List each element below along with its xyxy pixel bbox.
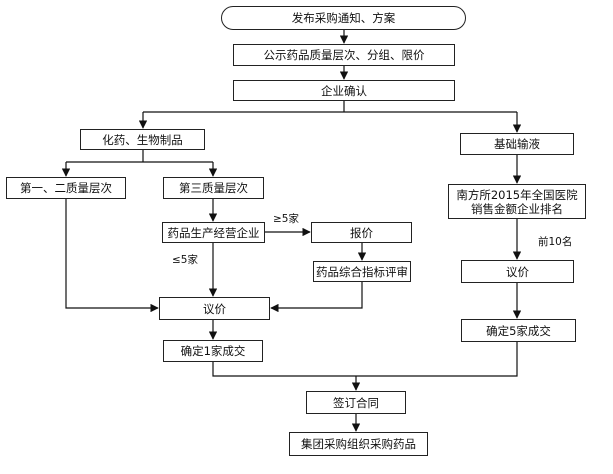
node-chem-bio-label: 化药、生物制品 bbox=[102, 132, 183, 147]
node-announce-label: 公示药品质量层次、分组、限价 bbox=[263, 48, 425, 62]
node-negotiate-right: 议价 bbox=[461, 260, 574, 283]
node-manufacturer: 药品生产经营企业 bbox=[162, 222, 265, 243]
node-quote-label: 报价 bbox=[350, 225, 373, 240]
node-purchase: 集团采购组织采购药品 bbox=[289, 432, 428, 456]
node-publish: 发布采购通知、方案 bbox=[221, 6, 466, 30]
node-confirm-five-label: 确定5家成交 bbox=[486, 323, 551, 338]
node-basic-infusion-label: 基础输液 bbox=[494, 137, 540, 151]
node-level3: 第三质量层次 bbox=[163, 177, 264, 199]
edge-label-top10: 前10名 bbox=[538, 236, 573, 248]
node-negotiate-left: 议价 bbox=[159, 297, 270, 320]
node-eval: 药品综合指标评审 bbox=[313, 261, 411, 282]
node-confirm: 企业确认 bbox=[233, 80, 455, 101]
arrow-level12-to-negotiate bbox=[65, 199, 159, 313]
node-contract: 签订合同 bbox=[306, 391, 406, 414]
node-level12-label: 第一、二质量层次 bbox=[20, 181, 112, 195]
node-eval-label: 药品综合指标评审 bbox=[316, 264, 408, 279]
node-confirm-one: 确定1家成交 bbox=[163, 340, 263, 362]
node-confirm-one-label: 确定1家成交 bbox=[180, 344, 246, 358]
node-south-rank: 南方所2015年全国医院 销售金额企业排名 bbox=[448, 184, 586, 219]
node-confirm-five: 确定5家成交 bbox=[461, 319, 576, 342]
node-publish-label: 发布采购通知、方案 bbox=[291, 11, 396, 25]
node-south-rank-line2: 销售金额企业排名 bbox=[471, 201, 563, 216]
node-negotiate-left-label: 议价 bbox=[203, 301, 226, 316]
edge-label-lte5: ≤5家 bbox=[172, 254, 198, 266]
node-chem-bio: 化药、生物制品 bbox=[80, 129, 205, 150]
node-negotiate-right-label: 议价 bbox=[506, 264, 529, 279]
node-confirm-label: 企业确认 bbox=[321, 83, 367, 98]
node-contract-label: 签订合同 bbox=[333, 395, 379, 410]
node-announce: 公示药品质量层次、分组、限价 bbox=[233, 44, 455, 66]
node-manufacturer-label: 药品生产经营企业 bbox=[167, 225, 260, 240]
connector-left-merge bbox=[212, 362, 356, 377]
node-basic-infusion: 基础输液 bbox=[460, 133, 574, 155]
node-purchase-label: 集团采购组织采购药品 bbox=[301, 437, 416, 451]
node-south-rank-line1: 南方所2015年全国医院 bbox=[456, 187, 578, 202]
node-quote: 报价 bbox=[311, 222, 412, 243]
node-level3-label: 第三质量层次 bbox=[179, 181, 248, 195]
edge-label-gte5: ≥5家 bbox=[273, 213, 299, 225]
node-level12: 第一、二质量层次 bbox=[6, 177, 126, 199]
connector-right-merge bbox=[356, 342, 518, 377]
arrow-eval-to-negotiate bbox=[270, 282, 363, 313]
